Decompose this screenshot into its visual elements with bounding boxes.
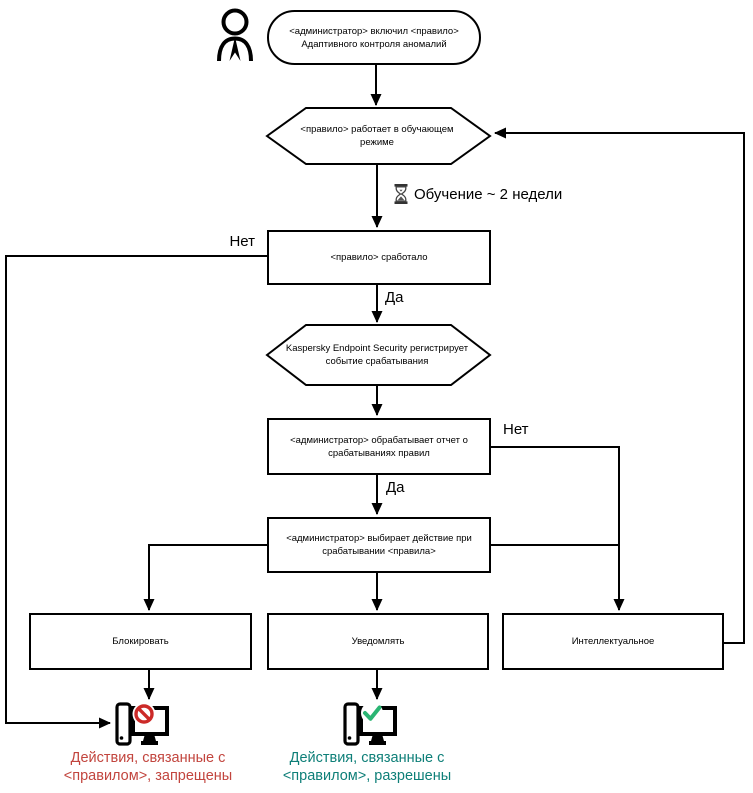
node-start: <администратор> включил <правило> Адапти… xyxy=(267,10,481,65)
node-kes-label: Kaspersky Endpoint Security регистрирует… xyxy=(285,343,469,367)
edge-report-no-to-smart xyxy=(490,446,625,611)
edge-label-no-right: Нет xyxy=(503,421,529,438)
node-admin-chooses: <администратор> выбирает действие при ср… xyxy=(267,517,491,573)
node-start-line1: <администратор> включил <правило> xyxy=(289,25,459,37)
computer-allowed-icon xyxy=(342,701,398,758)
edge-triggered-no-to-blocked-pc xyxy=(5,255,267,729)
training-duration-label: Обучение ~ 2 недели xyxy=(414,186,563,203)
computer-blocked-icon xyxy=(114,701,170,758)
node-rule-triggered: <правило> сработало xyxy=(267,230,491,285)
node-smart: Интеллектуальное xyxy=(502,613,724,670)
edge-label-yes-top: Да xyxy=(385,289,404,306)
edge-label-no-left: Нет xyxy=(229,233,255,250)
hourglass-icon xyxy=(394,184,408,209)
node-admin-report: <администратор> обрабатывает отчет о сра… xyxy=(267,418,491,475)
node-block: Блокировать xyxy=(29,613,252,670)
edge-label-yes-bottom: Да xyxy=(386,479,405,496)
person-icon xyxy=(216,8,254,69)
edge-smart-loop-to-training xyxy=(494,127,745,644)
allowed-caption: Действия, связанные с <правилом>, разреш… xyxy=(282,750,452,784)
edge-choose-to-block xyxy=(143,544,267,611)
blocked-caption: Действия, связанные с <правилом>, запрещ… xyxy=(63,750,233,784)
hexagon-kes-registers xyxy=(265,324,492,386)
node-start-line2: Адаптивного контроля аномалий xyxy=(301,38,447,50)
node-notify: Уведомлять xyxy=(267,613,489,670)
node-training-label: <правило> работает в обучающем режиме xyxy=(300,124,454,148)
hexagon-training-mode xyxy=(265,107,492,165)
